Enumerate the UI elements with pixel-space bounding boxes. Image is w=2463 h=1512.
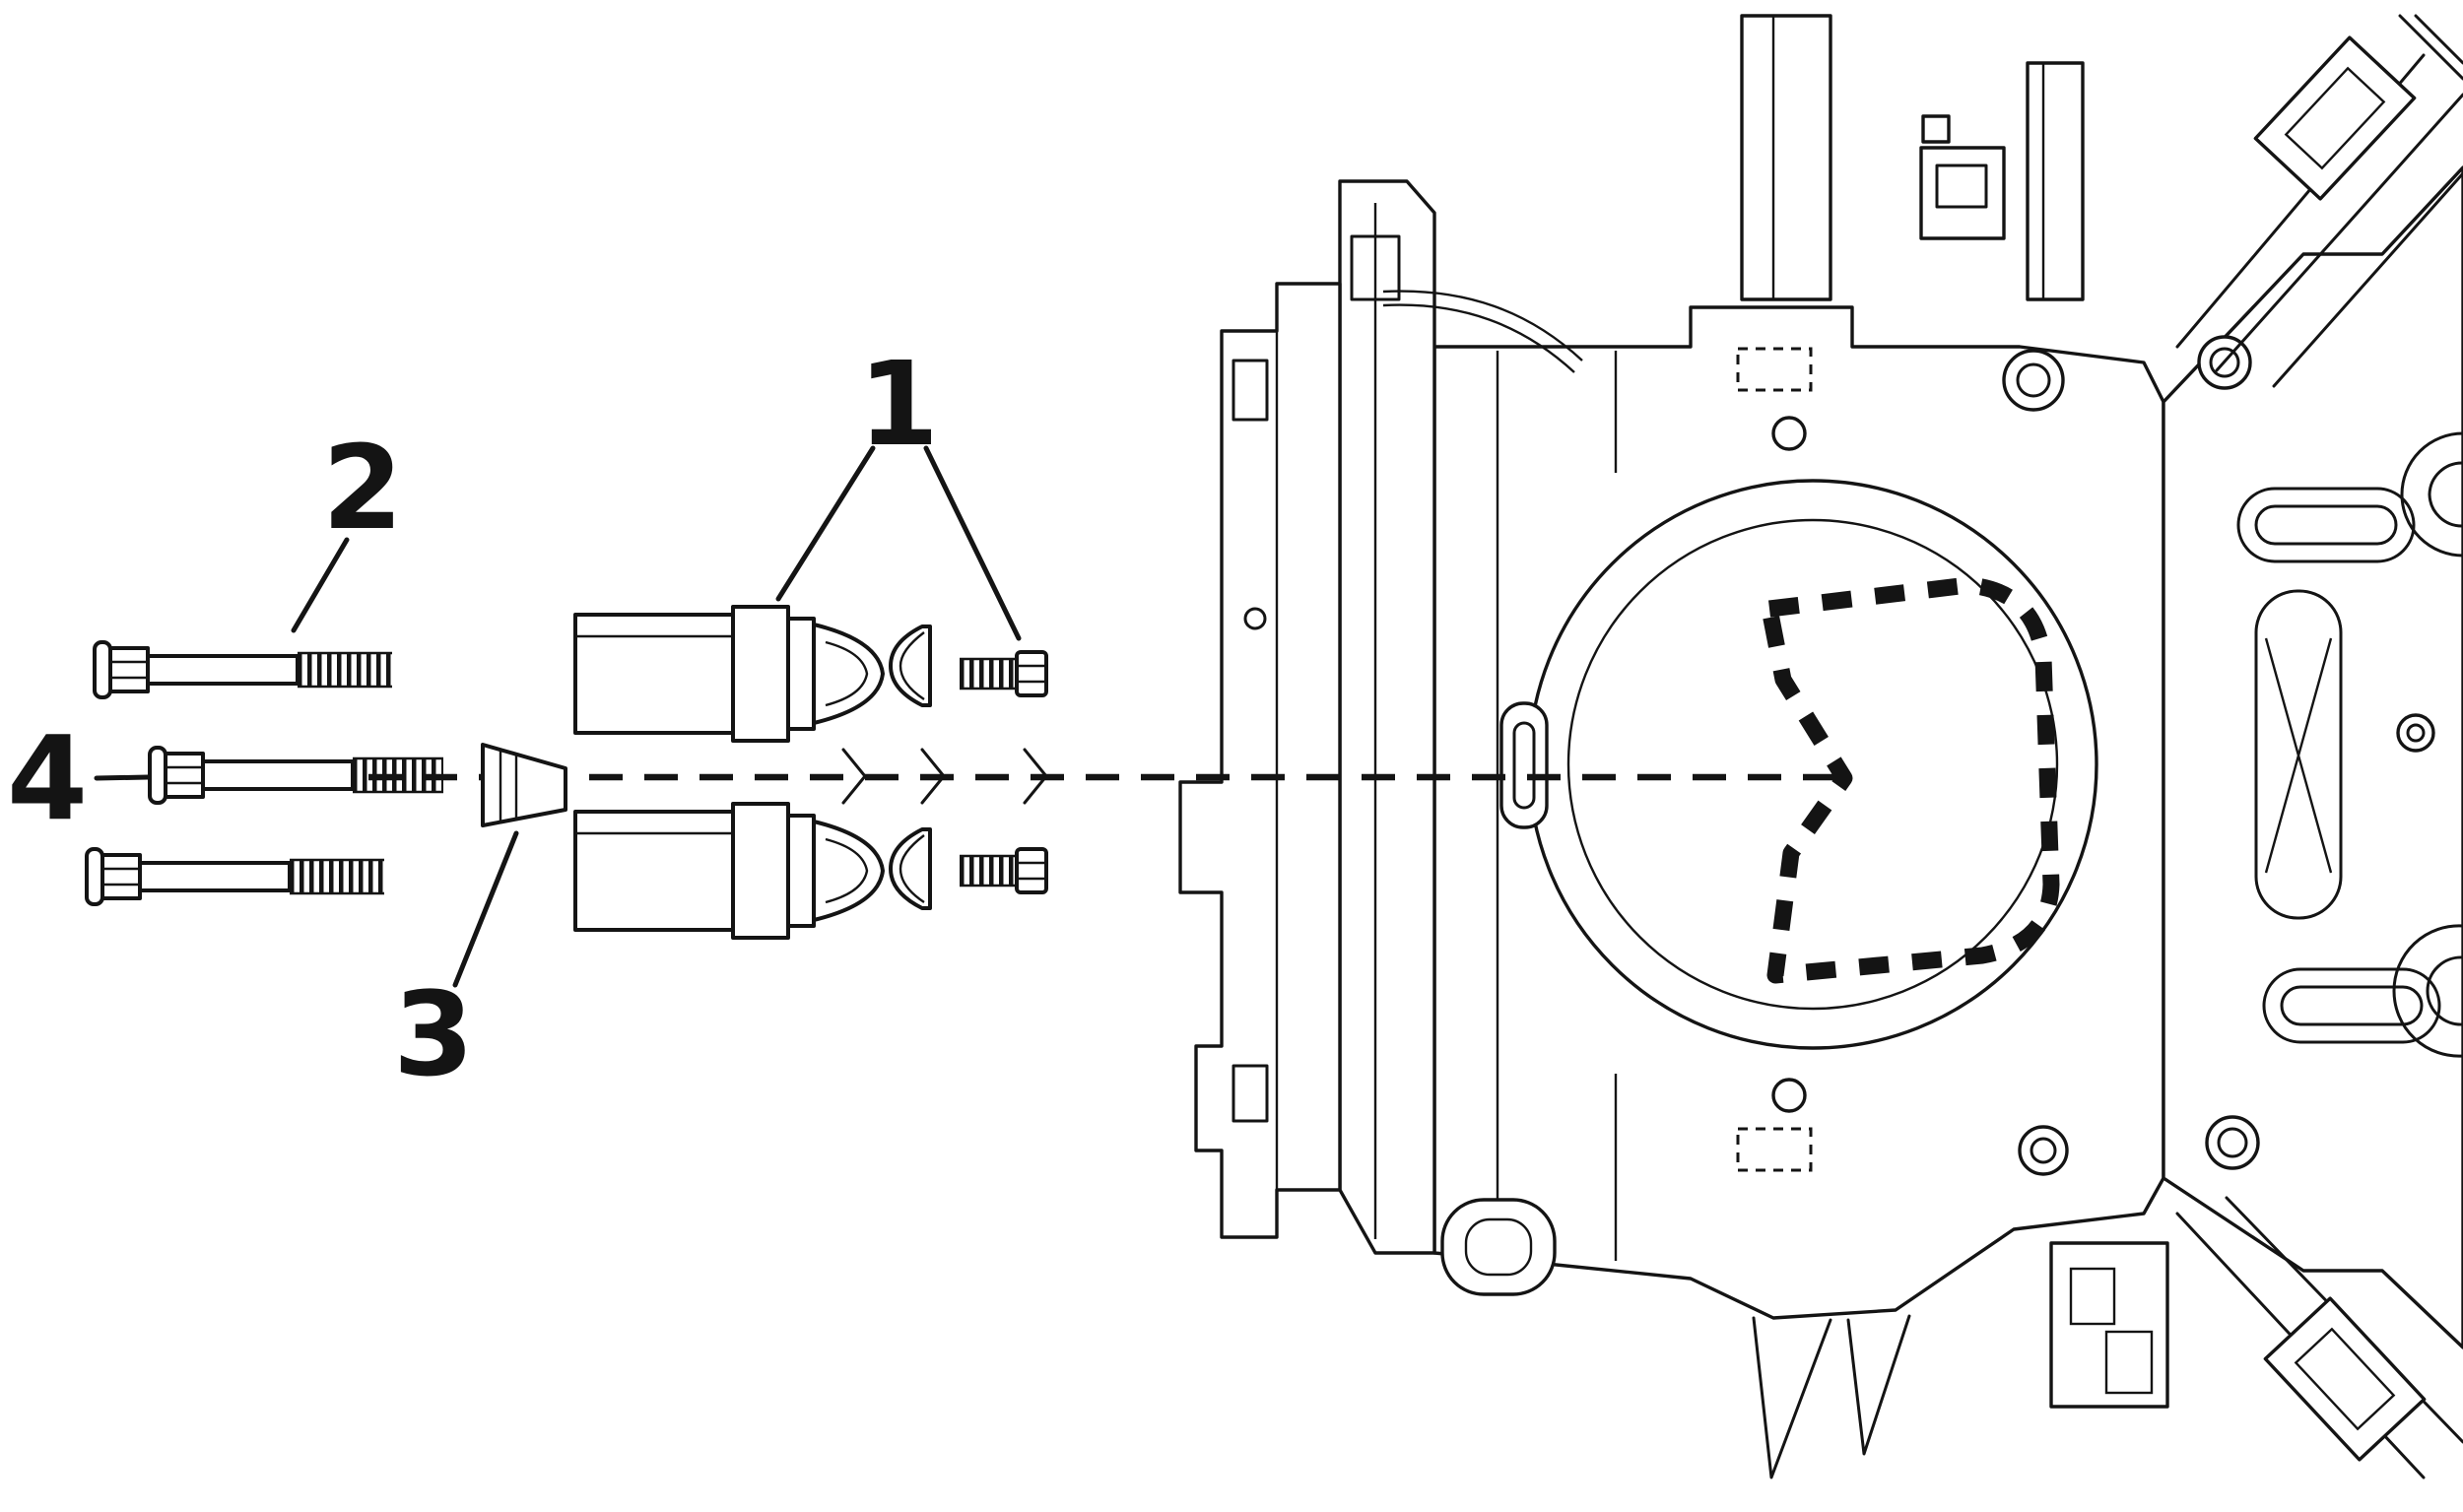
bolt-hole [1771,1078,1807,1113]
callout-1-label: 1 [858,336,939,472]
tower-boss [1232,359,1269,422]
crank-bore-inner [1566,518,2059,1011]
callout-3-label: 3 [393,966,474,1102]
callout-2-label: 2 [322,420,403,556]
top-post-right [2026,61,2085,301]
callout-4: 4 [7,710,88,846]
bolt-boss [2205,1115,2260,1170]
tower-clamp [1350,234,1401,301]
mount-upper [573,605,885,743]
callout-2: 2 [291,420,403,633]
bottom-block-inner [2104,1330,2154,1395]
top-bracket [1919,146,2006,240]
bolt-boss-inner [2016,362,2051,398]
callout-1: 1 [775,336,1022,641]
brace-clamp-bottom [2263,1296,2427,1462]
wire [1382,303,1575,373]
foot-boss-inner [1464,1217,1533,1277]
bolt-boss-inner [2030,1137,2057,1164]
bolt-boss [2018,1125,2069,1176]
callout-4-leader [94,774,151,781]
callout-3: 3 [393,830,519,1102]
braced-slot [2254,589,2343,920]
flange-bolt-middle [148,746,443,805]
washer-lower [889,827,932,910]
hook-cutout [2400,431,2463,558]
skeg-fins [1752,1314,1911,1479]
bolt-hole [1243,607,1267,630]
top-bracket-tab [1921,114,1951,144]
plate-slot-inner [2280,985,2424,1026]
callout-3-leader [452,830,519,988]
mount-lower [573,802,885,940]
wire [1382,290,1583,362]
mount-location-outline [1761,576,2060,984]
engine-tower-outer [1178,282,1342,1239]
foot-boss [1440,1198,1557,1296]
brace-clamp-top [2253,35,2417,201]
callout-1-leader-a [775,445,876,602]
hook-cutout-inner [2428,461,2463,528]
screw-lower [960,847,1048,894]
mount-plate [2162,165,2463,1349]
slot-brace [2264,637,2333,874]
bolt-boss-inner [2217,1127,2248,1158]
callout-4-label: 4 [7,710,88,846]
bolt-boss-inner [2209,347,2240,378]
dashed-bracket [1736,347,1813,392]
hook-cutout-inner [2426,955,2463,1026]
tower-boss [1232,1064,1269,1123]
bolt-boss [2002,349,2065,412]
flange-bolt-top [93,640,392,699]
plate-slot [2236,487,2416,563]
bolt-hole-inner [2406,723,2426,743]
bolt-hole [1771,416,1807,451]
plate-slot [2262,967,2441,1044]
washer-upper [889,625,932,707]
flange-bolt-bottom [85,847,384,906]
engine-assembly [1178,14,2463,1479]
crank-bore-outer [1527,479,2098,1050]
bottom-block-inner [2069,1267,2116,1326]
hook-cutout [2392,924,2463,1058]
callout-1-leader-b [923,445,1022,641]
top-post-left [1740,14,1832,301]
centerline-chevrons [841,748,1048,805]
plate-slot-inner [2254,504,2398,546]
cone-spacer [481,743,567,827]
bolt-hole [2396,713,2435,753]
callout-2-leader [291,537,350,633]
corner-lines-top [2398,14,2463,81]
screw-upper [960,650,1048,697]
top-bracket-inner [1935,164,1988,209]
engine-tower-inner [1338,179,1436,1255]
boss-pill-inner [1512,721,1536,810]
dashed-bracket [1736,1127,1813,1172]
